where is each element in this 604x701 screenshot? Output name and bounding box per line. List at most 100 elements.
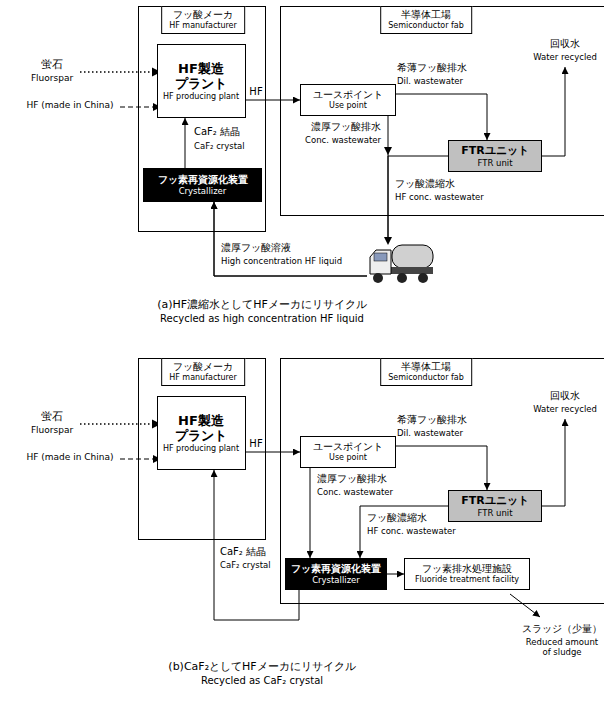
edge-label-holder: HF — [248, 86, 263, 98]
node-subtitle: Use point — [329, 101, 367, 111]
edge-label: CaF₂ 結晶 — [219, 546, 267, 558]
recycled-water-arrow — [542, 67, 565, 156]
annotation-label: HF (made in China) — [26, 100, 115, 111]
annotation-label-holder: スラッジ（少量） — [521, 623, 603, 635]
node-subtitle: Crystallizer — [312, 575, 360, 585]
header-tab: フッ酸メーカHF manufacturer — [161, 6, 245, 34]
site-box: フッ酸メーカHF manufacturerHF製造 プラントHF produci… — [138, 6, 266, 232]
node-subtitle: FTR unit — [477, 508, 512, 518]
edge-label: 濃厚フッ酸排水 — [316, 473, 388, 485]
ftr-unit-box: FTRユニットFTR unit — [448, 490, 542, 522]
annotation-label-holder: High concentration HF liquid — [220, 256, 343, 266]
crystallizer-box: フッ素再資源化装置Crystallizer — [285, 558, 387, 590]
annotation-label-holder: 蛍石 — [40, 58, 64, 71]
node-title: FTRユニット — [461, 494, 529, 507]
annotation-label-holder: CaF₂ crystal — [193, 141, 246, 151]
import-hf-supply-line — [120, 106, 161, 107]
node-subtitle: HF manufacturer — [169, 21, 237, 31]
node-subtitle: Fluoride treatment facility — [415, 575, 519, 585]
annotation-label-holder: Conc. wastewater — [316, 487, 394, 497]
annotation-label: 蛍石 — [40, 410, 64, 423]
annotation-label: 濃厚フッ酸溶液 — [220, 242, 292, 254]
truck-ground — [367, 242, 435, 285]
annotation-label-holder: Dil. wastewater — [396, 428, 464, 438]
junction-arrowhead — [384, 147, 392, 155]
header-tab: フッ酸メーカHF manufacturer — [161, 358, 245, 386]
edge-label-holder: HF — [248, 438, 263, 450]
annotation-label: CaF₂ crystal — [219, 560, 272, 570]
caption-text: Recycled as high concentration HF liquid — [159, 313, 365, 325]
caption-text-holder: Recycled as high concentration HF liquid — [159, 313, 365, 325]
edge-label-holder: フッ酸濃縮水 — [366, 512, 428, 524]
annotation-label: Fluorspar — [30, 425, 74, 436]
annotation-label: Water recycled — [532, 52, 598, 62]
annotation-label: 回収水 — [549, 390, 581, 402]
annotation-label-holder: HF (made in China) — [26, 452, 115, 463]
caption-text: (a)HF濃縮水としてHFメーカにリサイクル — [156, 298, 368, 311]
annotation-label: Conc. wastewater — [316, 487, 394, 497]
node-title: フッ素再資源化装置 — [158, 174, 248, 186]
flow-arrow — [396, 94, 487, 140]
caption-text: (b)CaF₂としてHFメーカにリサイクル — [167, 660, 356, 673]
ftr-unit-box: FTRユニットFTR unit — [448, 140, 542, 172]
header-tab: 半導体工場Semiconductor fab — [380, 358, 472, 386]
annotation-label: Reduced amount of sludge — [524, 637, 600, 657]
annotation-label: Dil. wastewater — [396, 76, 464, 86]
node-title: フッ素再資源化装置 — [291, 563, 381, 575]
node-title: フッ酸メーカ — [169, 9, 237, 21]
recycled-water-arrow — [542, 419, 565, 506]
annotation-label-holder: 濃厚フッ酸溶液 — [220, 242, 292, 254]
annotation-label: 回収水 — [549, 38, 581, 50]
caption-text-holder: (b)CaF₂としてHFメーカにリサイクル — [167, 660, 356, 673]
annotation-label-holder: HF conc. wastewater — [366, 526, 457, 536]
process-box: フッ素排水処理施設Fluoride treatment facility — [404, 558, 530, 590]
edge-label: 希薄フッ酸排水 — [396, 414, 468, 426]
caption-text-holder: Recycled as CaF₂ crystal — [200, 675, 324, 687]
edge-label-holder: 希薄フッ酸排水 — [396, 414, 468, 426]
annotation-label: スラッジ（少量） — [521, 623, 603, 635]
node-title: FTRユニット — [461, 144, 529, 157]
edge-label: HF — [248, 438, 263, 450]
truck-cab — [370, 250, 391, 274]
annotation-label-holder: Water recycled — [532, 404, 598, 414]
caption-text-holder: (a)HF濃縮水としてHFメーカにリサイクル — [156, 298, 368, 311]
process-box: ユースポイントUse point — [300, 84, 396, 116]
flow-arrow — [246, 100, 301, 101]
annotation-label-holder: CaF₂ crystal — [219, 560, 272, 570]
annotation-label: 蛍石 — [40, 58, 64, 71]
truck-wheel — [373, 273, 383, 283]
annotation-label-holder: 回収水 — [549, 390, 581, 402]
truck-tank — [392, 245, 433, 268]
annotation-label-holder: Water recycled — [532, 52, 598, 62]
edge-label: HF — [248, 86, 263, 98]
annotation-label: CaF₂ crystal — [193, 141, 246, 151]
annotation-label: HF (made in China) — [26, 452, 115, 463]
caption-text: Recycled as CaF₂ crystal — [200, 675, 324, 687]
site-box: フッ酸メーカHF manufacturerHF製造 プラントHF produci… — [138, 358, 266, 540]
annotation-label: High concentration HF liquid — [220, 256, 343, 266]
annotation-label: HF conc. wastewater — [394, 192, 485, 202]
annotation-label: Dil. wastewater — [396, 428, 464, 438]
node-title: フッ酸メーカ — [169, 361, 237, 373]
flow-arrow — [396, 446, 487, 490]
import-hf-supply-line — [120, 458, 161, 459]
node-title: HF製造 プラント — [162, 413, 241, 444]
edge-label: 希薄フッ酸排水 — [396, 62, 468, 74]
edge-label-holder: 濃厚フッ酸排水 — [310, 121, 382, 133]
annotation-label-holder: Fluorspar — [30, 425, 74, 436]
annotation-label-holder: 蛍石 — [40, 410, 64, 423]
truck-wheel — [397, 273, 407, 283]
node-subtitle: FTR unit — [477, 158, 512, 168]
edge-label-holder: フッ酸濃縮水 — [394, 178, 456, 190]
edge-label-holder: 希薄フッ酸排水 — [396, 62, 468, 74]
sludge-arrow — [510, 594, 540, 617]
annotation-label-holder: Conc. wastewater — [304, 135, 382, 145]
header-tab: 半導体工場Semiconductor fab — [380, 6, 472, 34]
edge-label-holder: CaF₂ 結晶 — [219, 546, 267, 558]
edge-label: 濃厚フッ酸排水 — [310, 121, 382, 133]
node-title: フッ素排水処理施設 — [422, 563, 512, 575]
node-title: ユースポイント — [313, 89, 383, 101]
annotation-label: Water recycled — [532, 404, 598, 414]
node-subtitle: Semiconductor fab — [388, 373, 464, 383]
fluorspar-supply-line — [80, 423, 161, 424]
